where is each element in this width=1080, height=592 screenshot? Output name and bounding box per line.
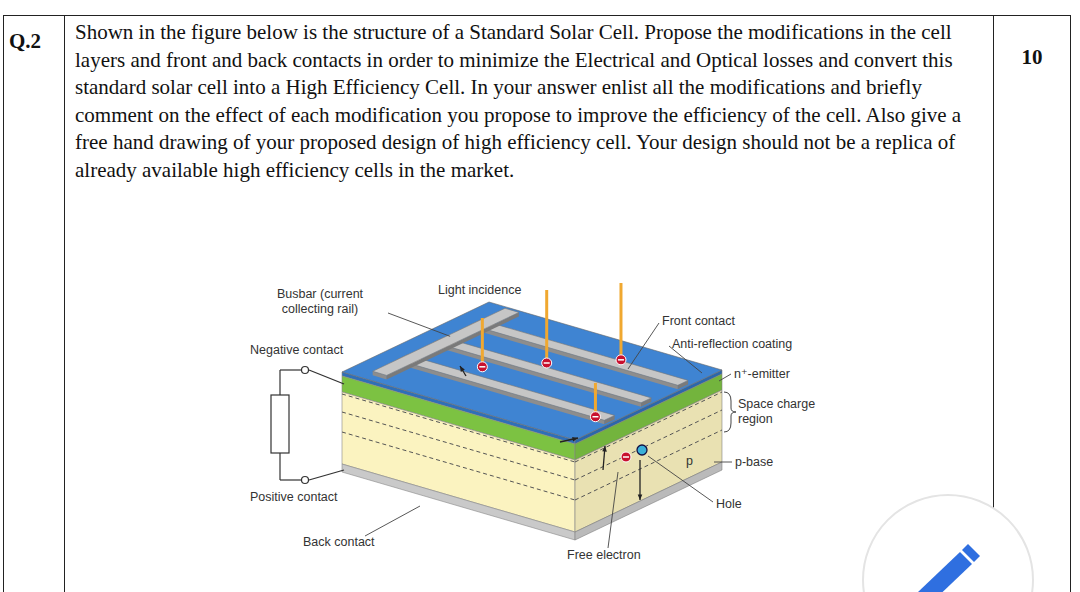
electron-sign [618, 359, 624, 361]
figure-label: Anti-reflection coating [672, 337, 792, 352]
arrow-head [602, 446, 607, 452]
marks: 10 [994, 44, 1070, 72]
light-ray [619, 283, 622, 355]
light-ray [545, 290, 548, 358]
electron [590, 412, 600, 422]
wire [279, 370, 280, 395]
figure-label: Positive contact [250, 490, 338, 505]
light-ray [594, 383, 597, 412]
table-cell: Shown in the figure below is the structu… [64, 15, 994, 592]
leader-line [628, 323, 659, 369]
electron [477, 362, 487, 372]
figure-label: p [686, 454, 693, 469]
electron [621, 452, 631, 462]
figure-label: Hole [716, 497, 742, 512]
figure-label: Busbar (current collecting rail) [250, 287, 390, 317]
electron [616, 355, 626, 365]
figure-label: n⁺-emitter [734, 367, 790, 382]
wire [279, 453, 280, 480]
wire [309, 370, 344, 384]
leader-line [388, 313, 450, 336]
electron-sign [544, 362, 550, 364]
pencil-icon [918, 552, 972, 592]
bracket [724, 392, 736, 432]
electron-sign [479, 366, 485, 368]
carrier-arrow [639, 460, 640, 500]
electron-sign [623, 456, 629, 458]
junction-line [342, 432, 575, 500]
question-text: Shown in the figure below is the structu… [75, 19, 983, 184]
figure-label: Space charge region [738, 397, 828, 427]
junction-line [575, 410, 722, 480]
arrow-head [638, 495, 643, 501]
pencil-icon [962, 544, 980, 562]
terminal [302, 367, 309, 374]
figure-label: p-base [735, 455, 773, 470]
figure-label: Light incidence [438, 283, 521, 298]
electron [542, 358, 552, 368]
terminal [302, 477, 309, 484]
electron-sign [592, 416, 598, 418]
leader-line [714, 462, 732, 463]
arrow-head [572, 437, 578, 442]
figure-label: Front contact [662, 314, 735, 329]
light-ray [481, 318, 484, 362]
front-finger [470, 320, 688, 385]
front-finger [397, 360, 604, 425]
front-finger [470, 325, 677, 390]
wire [280, 479, 301, 480]
busbar [387, 312, 519, 379]
hole [637, 445, 647, 455]
figure-label: Free electron [567, 548, 641, 563]
edit-button [863, 495, 1033, 592]
carrier-arrow [460, 366, 466, 376]
question-number: Q.2 [9, 28, 60, 56]
arrow-head [460, 366, 465, 372]
leader-line [648, 456, 713, 502]
table-cell: 10 [993, 15, 1071, 592]
leader-line [608, 472, 618, 548]
back-contact-layer [342, 464, 575, 540]
leader-line [365, 506, 420, 536]
busbar [373, 308, 519, 375]
figure-label: Negative contact [250, 343, 343, 358]
junction-line [575, 430, 722, 500]
leader-line [719, 374, 731, 381]
resistor-symbol [271, 395, 289, 453]
wire [309, 470, 344, 480]
table-cell: Q.2 [3, 15, 65, 592]
figure-label: Back contact [303, 535, 375, 550]
front-finger [434, 342, 641, 407]
wire [280, 369, 301, 370]
